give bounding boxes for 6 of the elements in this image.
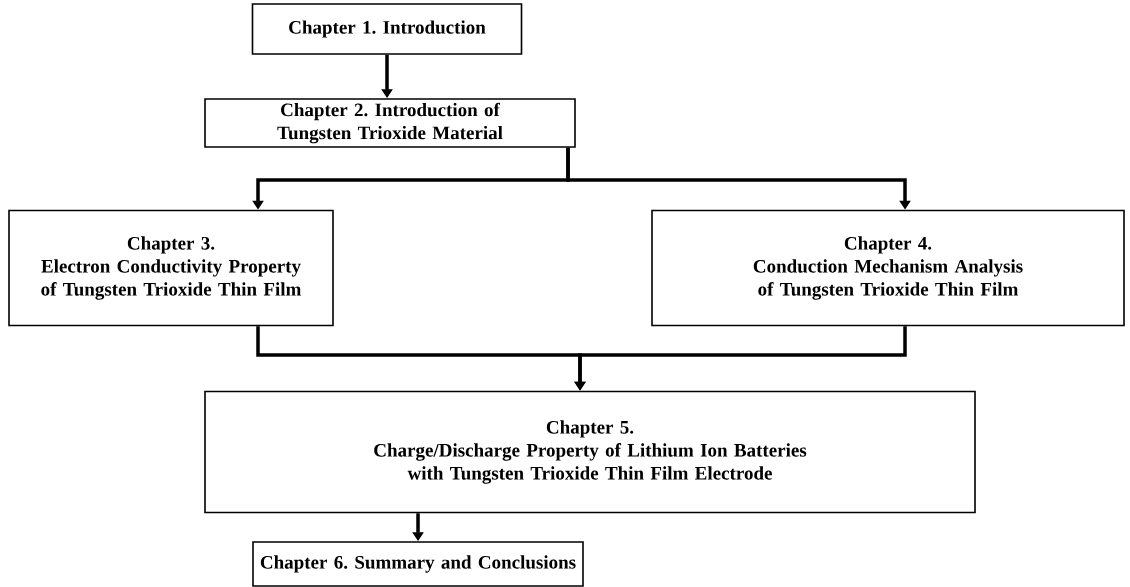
chapter-box: Chapter 2. Introduction of Tungsten Trioxide Material bbox=[204, 98, 576, 148]
chapter-box: Chapter 4. Conduction Mechanism Analysis of Tungsten Trioxide Thin Film bbox=[651, 209, 1125, 327]
chapter-box: Chapter 1. Introduction bbox=[251, 3, 523, 55]
chapter-box: Chapter 3. Electron Conductivity Property of Tungsten Trioxide Thin Film bbox=[8, 209, 334, 327]
chapter-box: Chapter 6. Summary and Conclusions bbox=[252, 541, 584, 587]
chapter-box: Chapter 5. Charge/Discharge Property of Lithium Ion Batteries with Tungsten Trioxide Thin Film Electrode bbox=[204, 390, 976, 514]
